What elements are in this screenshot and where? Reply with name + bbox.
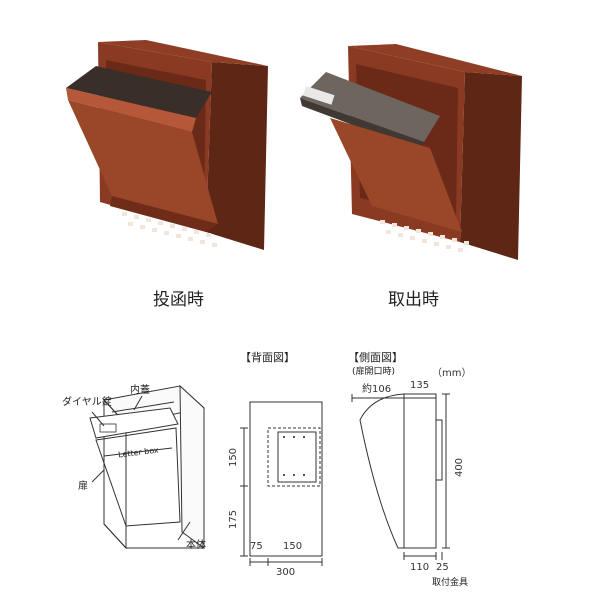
caption-retrieving: 取出時 (388, 290, 439, 310)
mailbox2-side-face (460, 72, 522, 260)
back-dim-left-offset: 75 (250, 541, 263, 552)
side-dim-bracket-depth: 25 (436, 562, 449, 573)
mailbox-lid-edge (66, 88, 196, 132)
caption-posting: 投函時 (153, 290, 204, 310)
mailbox-door (68, 100, 218, 224)
back-dim-inner-width: 150 (283, 541, 303, 552)
back-dim-total-width: 300 (276, 567, 296, 578)
mailbox2-front-panel (330, 118, 462, 232)
label-body: 本体 (186, 540, 206, 551)
side-dim-top-depth: 135 (410, 380, 430, 391)
mailbox2-top-face (348, 44, 522, 76)
side-dim-open-depth: 約106 (362, 384, 392, 395)
side-view-unit: （mm） (432, 368, 472, 379)
mailbox2-door (300, 72, 440, 142)
side-view-title: 【側面図】 (348, 351, 403, 364)
back-dim-top-height: 150 (228, 447, 240, 468)
side-view-subtitle: (扉開口時) (352, 367, 396, 377)
mailbox-lid (66, 66, 212, 118)
dial-lock-icon (302, 85, 335, 105)
side-dim-height: 400 (454, 457, 466, 478)
side-dim-bottom-depth: 110 (410, 562, 430, 573)
mailbox-top-face (98, 40, 268, 66)
vent-holes (122, 212, 217, 247)
side-bracket-label: 取付金具 (432, 578, 469, 588)
label-dial-lock: ダイヤル錠 (62, 397, 112, 408)
label-inner-lid: 内蓋 (130, 385, 150, 396)
mailbox-door-shadow (110, 196, 218, 232)
mailbox-side-face (206, 62, 268, 250)
back-view-title: 【背面図】 (240, 351, 295, 364)
side-view-drawing (351, 393, 450, 560)
vent-holes-2 (380, 220, 469, 252)
back-view-drawing (240, 401, 323, 566)
label-door: 扉 (78, 481, 88, 492)
back-dim-bottom-height: 175 (228, 509, 240, 530)
perspective-line-drawing (89, 384, 206, 550)
